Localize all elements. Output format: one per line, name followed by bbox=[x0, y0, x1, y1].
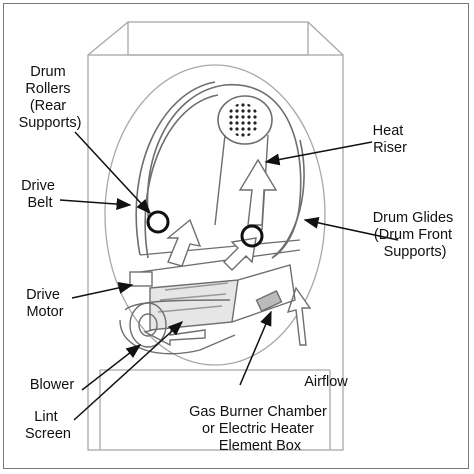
drum-roller-left bbox=[146, 210, 170, 234]
airflow-arrow-exhaust bbox=[286, 286, 312, 346]
drum-roller-right bbox=[240, 224, 264, 248]
airflow-arrow-up-1 bbox=[238, 158, 278, 226]
grate-icon bbox=[227, 103, 259, 137]
door-ring bbox=[104, 64, 326, 366]
leader-heat-riser bbox=[264, 141, 373, 166]
leader-drive-motor bbox=[71, 281, 134, 299]
label-lint-screen: Lint Screen bbox=[25, 409, 71, 442]
drive-motor-body bbox=[129, 271, 153, 287]
label-drive-belt: Drive Belt bbox=[21, 178, 59, 211]
label-heat-riser: Heat Riser bbox=[373, 123, 408, 156]
cabinet-outline bbox=[87, 54, 344, 451]
leader-lint-screen bbox=[73, 320, 184, 421]
airflow-arrow-up-3 bbox=[223, 237, 257, 271]
leader-drum-glides bbox=[303, 216, 399, 241]
leader-lines bbox=[59, 131, 399, 421]
airflow-arrow-up-2 bbox=[166, 218, 202, 267]
dryer-cabinet bbox=[87, 21, 344, 451]
drive-belt-loop bbox=[135, 81, 216, 256]
leader-blower bbox=[81, 344, 142, 391]
label-blower: Blower bbox=[30, 377, 74, 393]
leader-drive-belt bbox=[59, 198, 132, 211]
lint-screen-panel bbox=[149, 279, 239, 331]
label-drum-glides: Drum Glides (Drum Front Supports) bbox=[373, 210, 458, 260]
heater-box bbox=[231, 264, 296, 323]
label-drum-rollers: Drum Rollers (Rear Supports) bbox=[19, 64, 82, 131]
lower-assembly bbox=[119, 264, 296, 355]
burner-tube bbox=[255, 289, 283, 313]
drum bbox=[135, 81, 305, 273]
label-drive-motor: Drive Motor bbox=[26, 287, 64, 320]
image-frame bbox=[3, 3, 469, 469]
label-gas-burner: Gas Burner Chamber or Electric Heater El… bbox=[189, 404, 331, 454]
cabinet-top-panel bbox=[127, 21, 309, 56]
label-airflow: Airflow bbox=[304, 374, 348, 390]
leader-gas-burner bbox=[239, 310, 272, 386]
drum-rollers bbox=[146, 210, 264, 248]
leader-drum-rollers bbox=[74, 131, 152, 215]
